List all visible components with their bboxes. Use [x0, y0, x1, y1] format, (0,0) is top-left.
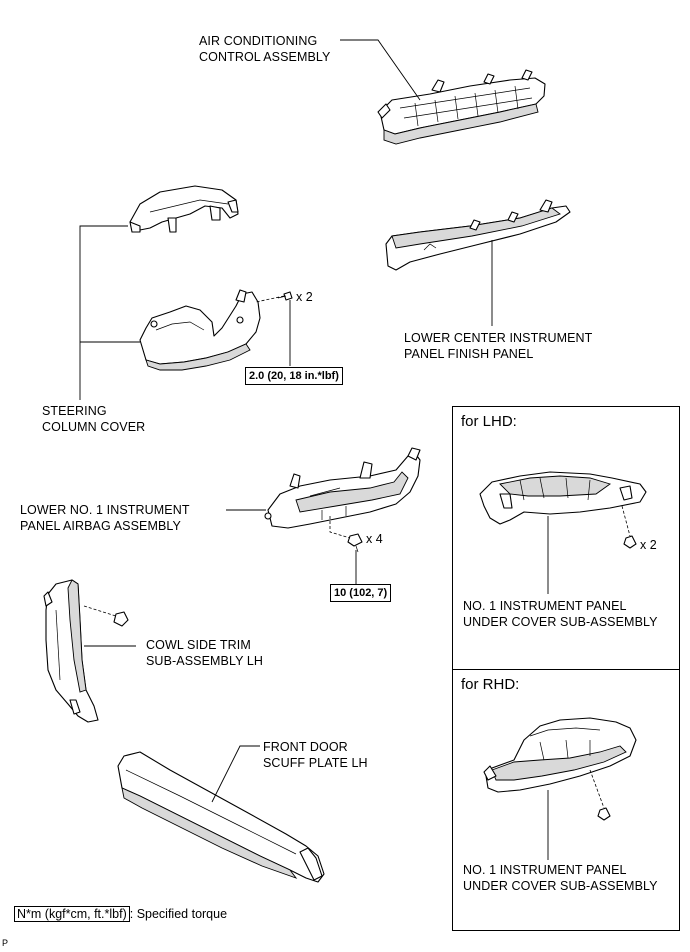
airbag-bolt-torque: 10 (102, 7)	[330, 584, 392, 602]
steering-screw-quantity: x 2	[296, 290, 313, 304]
corner-code: P	[2, 938, 9, 948]
steering-cover-screw	[277, 291, 293, 301]
steering-cover-label-line2: COLUMN COVER	[42, 420, 146, 434]
steering-cover-bracket	[79, 225, 140, 400]
ac-control-label: AIR CONDITIONING CONTROL ASSEMBLY	[199, 33, 331, 65]
rhd-under-cover-label-line1: NO. 1 INSTRUMENT PANEL	[463, 863, 627, 877]
steering-screw-dashline	[255, 295, 285, 303]
steering-cover-label: STEERING COLUMN COVER	[42, 403, 145, 435]
lower-center-finish-panel-part	[385, 199, 571, 271]
airbag-assembly-part	[264, 447, 421, 529]
finish-panel-label: LOWER CENTER INSTRUMENT PANEL FINISH PAN…	[404, 330, 592, 362]
cowl-trim-clip	[113, 611, 129, 627]
rhd-under-cover-label: NO. 1 INSTRUMENT PANEL UNDER COVER SUB-A…	[463, 862, 658, 894]
ac-control-leader	[340, 39, 421, 101]
lhd-under-cover-label: NO. 1 INSTRUMENT PANEL UNDER COVER SUB-A…	[463, 598, 658, 630]
scuff-plate-part	[117, 751, 325, 883]
rhd-under-cover-label-line2: UNDER COVER SUB-ASSEMBLY	[463, 879, 658, 893]
airbag-bolt-dashline	[329, 516, 351, 539]
torque-legend-unit-box: N*m (kgf*cm, ft.*lbf)	[14, 906, 130, 922]
ac-control-label-line1: AIR CONDITIONING	[199, 34, 318, 48]
airbag-label-line1: LOWER NO. 1 INSTRUMENT	[20, 503, 190, 517]
lhd-under-cover-part	[479, 471, 647, 525]
rhd-screw-dashline	[589, 769, 605, 809]
steering-column-upper-cover-part	[129, 185, 239, 233]
scuff-plate-label-line2: SCUFF PLATE LH	[263, 756, 368, 770]
rhd-panel-title: for RHD:	[461, 676, 520, 693]
cowl-side-trim-part	[43, 579, 99, 723]
torque-legend-description: : Specified torque	[129, 907, 228, 921]
scuff-plate-leader	[211, 745, 260, 803]
lhd-screw	[623, 535, 637, 549]
steering-cover-label-line1: STEERING	[42, 404, 107, 418]
cowl-trim-label-line2: SUB-ASSEMBLY LH	[146, 654, 264, 668]
lhd-screw-quantity: x 2	[640, 538, 657, 552]
lhd-under-cover-label-line2: UNDER COVER SUB-ASSEMBLY	[463, 615, 658, 629]
rhd-under-cover-part	[483, 717, 637, 793]
torque-legend: N*m (kgf*cm, ft.*lbf): Specified torque	[14, 906, 227, 922]
scuff-plate-label-line1: FRONT DOOR	[263, 740, 348, 754]
cowl-trim-label-line1: COWL SIDE TRIM	[146, 638, 251, 652]
ac-control-label-line2: CONTROL ASSEMBLY	[199, 50, 331, 64]
rhd-screw	[597, 807, 611, 821]
airbag-bolt	[347, 533, 363, 553]
rhd-panel: for RHD:	[452, 669, 680, 931]
cowl-clip-dashline	[83, 605, 117, 617]
finish-panel-label-line1: LOWER CENTER INSTRUMENT	[404, 331, 593, 345]
steering-screw-torque: 2.0 (20, 18 in.*lbf)	[245, 367, 343, 385]
scuff-plate-label: FRONT DOOR SCUFF PLATE LH	[263, 739, 368, 771]
lhd-screw-dashline	[621, 505, 631, 537]
lhd-under-cover-label-line1: NO. 1 INSTRUMENT PANEL	[463, 599, 627, 613]
air-conditioning-control-part	[377, 69, 546, 145]
lhd-panel-title: for LHD:	[461, 413, 517, 430]
airbag-label-line2: PANEL AIRBAG ASSEMBLY	[20, 519, 181, 533]
steering-column-lower-cover-part	[139, 289, 261, 371]
airbag-label: LOWER NO. 1 INSTRUMENT PANEL AIRBAG ASSE…	[20, 502, 190, 534]
cowl-trim-label: COWL SIDE TRIM SUB-ASSEMBLY LH	[146, 637, 263, 669]
finish-panel-label-line2: PANEL FINISH PANEL	[404, 347, 534, 361]
airbag-bolt-quantity: x 4	[366, 532, 383, 546]
